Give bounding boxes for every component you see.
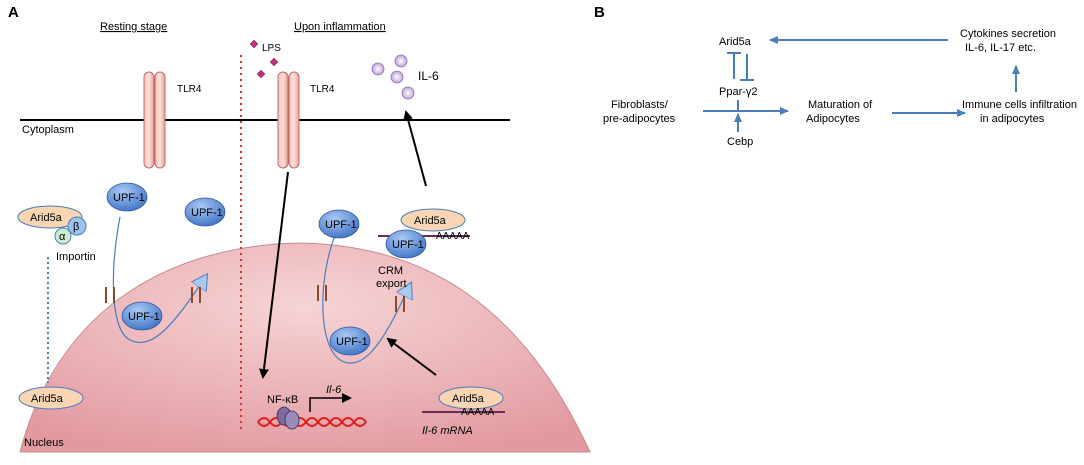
- il6-protein-label: IL-6: [418, 69, 439, 83]
- arid5a-ppar-inhibition: [727, 52, 754, 81]
- importin-alpha-label: α: [59, 231, 66, 243]
- arid5a-nucleus-resting-label: Arid5a: [31, 393, 64, 405]
- upf1-bound-mrna: [385, 229, 427, 259]
- importin-beta: [67, 216, 87, 236]
- nuclear-pore-resting-left: [105, 287, 115, 303]
- arid5a-cytoplasm: [17, 205, 83, 229]
- cytokines-node-line1: Cytokines secretion: [960, 28, 1056, 40]
- polya-nucleus: AAAAA: [461, 407, 495, 418]
- upf1-resting-nucleus: [121, 301, 163, 331]
- arid5a-nucleus-resting: [18, 386, 84, 410]
- ppar-node: Ppar-γ2: [719, 86, 758, 98]
- arid5a-nucleus-inflamed-label: Arid5a: [452, 393, 485, 405]
- immune-node-line1: Immune cells infiltration: [962, 99, 1077, 111]
- upf1-label: UPF-1: [128, 311, 160, 323]
- lps-label: LPS: [262, 43, 281, 54]
- panel-b-letter: B: [594, 4, 605, 21]
- arid5a-nucleus-inflamed: [438, 386, 504, 410]
- tlr4-label-right: TLR4: [310, 84, 335, 95]
- polya-cytoplasm: AAAAA: [436, 231, 470, 242]
- fibroblasts-node-line2: pre-adipocytes: [603, 113, 676, 125]
- il6-gene-label: Il-6: [326, 384, 342, 396]
- nuclear-pore-inflamed-right: [395, 296, 405, 312]
- dna-helix: [257, 417, 367, 427]
- importin-beta-label: β: [73, 221, 79, 233]
- upf1-label: UPF-1: [392, 239, 424, 251]
- nucleus-label: Nucleus: [24, 437, 64, 449]
- nfkb-label: NF-κB: [267, 394, 298, 406]
- arid5a-cyto-inflamed-label: Arid5a: [414, 215, 447, 227]
- arid5a-cytoplasm-label: Arid5a: [30, 212, 63, 224]
- importin-alpha: [54, 227, 72, 245]
- il6-mrna-label: Il-6 mRNA: [422, 425, 473, 437]
- cytoplasm-label: Cytoplasm: [22, 124, 74, 136]
- tlr4-signal-arrow: [259, 171, 289, 379]
- upf1-label: UPF-1: [336, 336, 368, 348]
- cebp-node: Cebp: [727, 136, 753, 148]
- fibroblasts-node-line1: Fibroblasts/: [611, 99, 669, 111]
- upf1-label: UPF-1: [191, 207, 223, 219]
- il6-particles: [371, 54, 415, 100]
- mrna-stabilization-arrow: [386, 337, 437, 376]
- cytokines-node-line2: IL-6, IL-17 etc.: [965, 42, 1036, 54]
- nuclear-pore-inflamed-left: [317, 285, 327, 301]
- upf1-label: UPF-1: [325, 219, 357, 231]
- upf1-resting-cyto-2: [184, 197, 226, 227]
- upf1-inflamed-nucleus: [329, 326, 371, 356]
- tlr4-receptor-right: [277, 71, 300, 169]
- lps-molecules: [249, 39, 279, 79]
- upf1-shuttle-path-inflamed: [322, 234, 407, 364]
- upf1-resting-cyto-1: [106, 182, 148, 212]
- upf1-inflamed-cyto: [318, 209, 360, 239]
- upon-inflammation-title: Upon inflammation: [294, 21, 386, 33]
- nfkb-complex: [276, 406, 300, 430]
- crm-export-label-1: CRM: [378, 265, 403, 277]
- panel-a-letter: A: [8, 4, 19, 21]
- nuclear-pore-resting-right: [191, 287, 201, 303]
- tlr4-receptor-left: [143, 71, 166, 169]
- arid5a-cyto-inflamed: [400, 208, 466, 232]
- maturation-node-line2: Adipocytes: [806, 113, 860, 125]
- upf1-shuttle-path-resting: [112, 216, 202, 344]
- il6-secretion-arrow: [403, 110, 427, 187]
- arid5a-node: Arid5a: [719, 36, 752, 48]
- maturation-node-line1: Maturation of: [808, 99, 873, 111]
- importin-label: Importin: [56, 251, 96, 263]
- resting-stage-title: Resting stage: [100, 21, 167, 33]
- upf1-label: UPF-1: [113, 192, 145, 204]
- immune-node-line2: in adipocytes: [980, 113, 1045, 125]
- tlr4-label-left: TLR4: [177, 84, 202, 95]
- transcription-start-arrow: [309, 393, 352, 412]
- crm-export-label-2: export: [376, 278, 407, 290]
